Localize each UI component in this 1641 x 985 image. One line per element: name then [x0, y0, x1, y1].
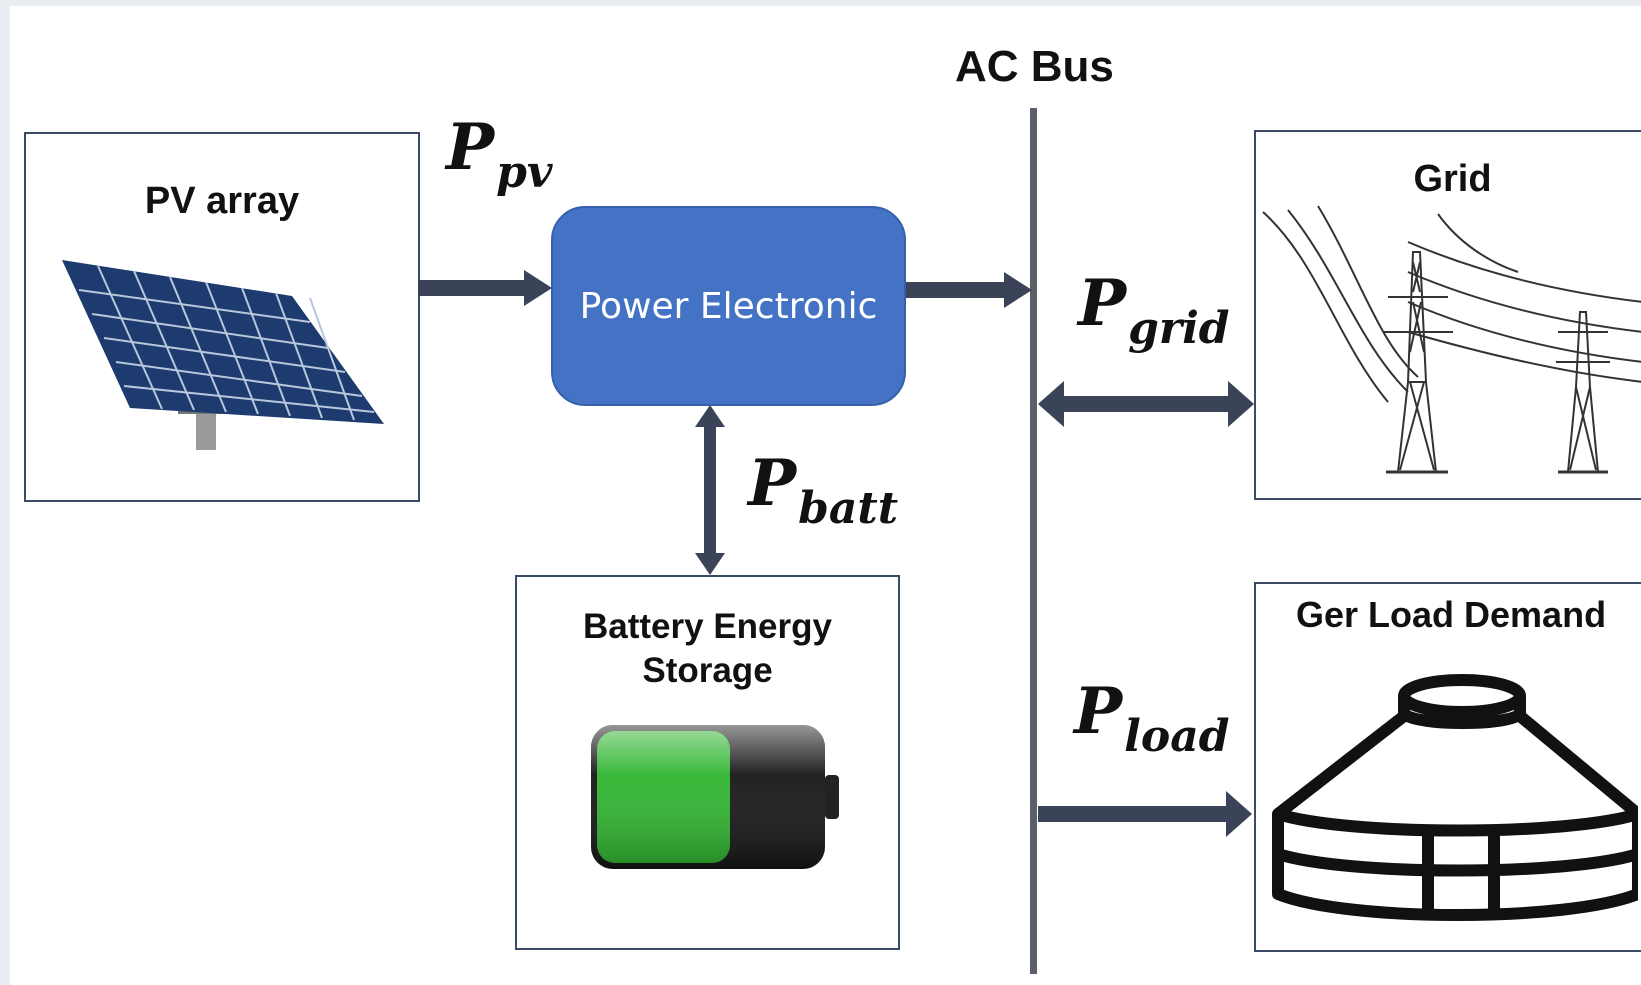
- solar-panel-icon: [62, 260, 384, 450]
- ger-yurt-icon: [1272, 674, 1638, 921]
- ger-load-box: Ger Load Demand: [1254, 582, 1641, 952]
- power-electronic-block: Power Electronic: [551, 206, 906, 406]
- transmission-tower-icon: [1262, 205, 1641, 474]
- grid-title: Grid: [1413, 158, 1492, 200]
- battery-title-line1: Battery Energy: [583, 607, 832, 646]
- load-power-symbol: Pload: [1074, 674, 1230, 762]
- ac-bus-line: [1030, 108, 1037, 974]
- battery-power-symbol: Pbatt: [748, 446, 899, 534]
- grid-power-symbol: Pgrid: [1078, 266, 1230, 354]
- grid-box: Grid: [1254, 130, 1641, 500]
- ac-bus-label: AC Bus: [955, 42, 1114, 91]
- bus-grid-arrow: [1038, 381, 1254, 427]
- battery-icon: [591, 725, 839, 869]
- ger-load-title: Ger Load Demand: [1296, 594, 1607, 635]
- pv-array-title: PV array: [144, 180, 300, 222]
- pv-to-pe-arrow: [418, 270, 552, 306]
- pe-to-bus-arrow: [906, 272, 1032, 308]
- pv-power-symbol: Ppv: [446, 110, 553, 198]
- battery-storage-box: Battery Energy Storage: [515, 575, 900, 950]
- pe-battery-arrow: [695, 405, 725, 575]
- battery-title-line2: Storage: [642, 651, 773, 690]
- pv-array-box: PV array: [24, 132, 420, 502]
- power-electronic-label: Power Electronic: [579, 285, 878, 327]
- bus-load-arrow: [1038, 791, 1252, 837]
